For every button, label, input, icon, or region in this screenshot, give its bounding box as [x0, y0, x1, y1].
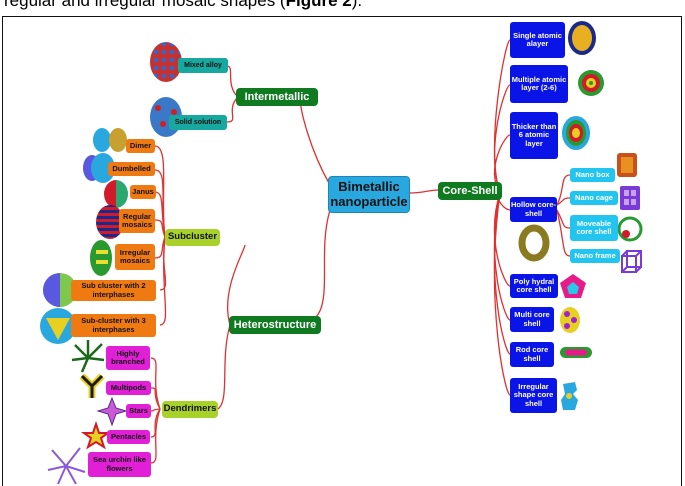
star-icon [96, 396, 128, 427]
two-interphase-node[interactable]: Sub cluster with 2 interphases [71, 280, 156, 301]
three-interphase-node[interactable]: Sub-cluster with 3 interphases [71, 314, 156, 337]
regular-mosaics-node[interactable]: Regular mosaics [119, 209, 155, 233]
nano-frame-icon [621, 250, 642, 273]
irregular-mosaics-icon [90, 240, 112, 276]
highly-branched-node[interactable]: Highly branched [106, 346, 150, 370]
two-interphase-icon [43, 273, 77, 307]
thick-layer-icon [562, 116, 590, 150]
figure-caption-fragment: regular and irregular mosaic shapes (Fig… [4, 0, 363, 10]
sea-urchin-icon [47, 447, 86, 485]
hollow-core-node[interactable]: Hollow core-shell [510, 197, 557, 222]
nano-box-icon [617, 153, 637, 177]
intermetallic-node[interactable]: Intermetallic [236, 88, 318, 106]
mixed-alloy-node[interactable]: Mixed alloy [178, 58, 228, 73]
irregular-core-icon [561, 382, 578, 410]
irregular-core-node[interactable]: Irregular shape core shell [510, 378, 557, 413]
polyhedral-icon [560, 274, 586, 298]
dendrimers-node[interactable]: Dendrimers [162, 401, 218, 418]
rod-core-node[interactable]: Rod core shell [510, 342, 554, 367]
multi-core-icon [560, 307, 580, 333]
pentacles-node[interactable]: Pentacles [107, 430, 150, 444]
dimer-node[interactable]: Dimer [126, 139, 155, 153]
multi-layer-icon [578, 70, 604, 96]
core-shell-node[interactable]: Core-Shell [438, 182, 502, 200]
three-interphase-icon [40, 308, 76, 344]
heterostructure-node[interactable]: Heterostructure [229, 316, 321, 334]
pentacle-icon [80, 420, 112, 450]
janus-icon [104, 180, 128, 208]
frame-left [2, 16, 3, 486]
single-layer-icon [568, 21, 596, 55]
solid-solution-node[interactable]: Solid solution [169, 115, 227, 130]
dimer-icon [93, 128, 127, 152]
frame-top [2, 16, 682, 17]
multipods-icon [79, 373, 105, 398]
frame-right [681, 16, 682, 486]
highly-branched-icon [71, 340, 105, 373]
subcluster-node[interactable]: Subcluster [165, 229, 220, 246]
dumbelled-node[interactable]: Dumbelled [108, 162, 155, 176]
rod-core-icon [560, 347, 592, 358]
nano-frame-node[interactable]: Nano frame [570, 249, 620, 263]
center-node[interactable]: Bimetallic nanoparticle [328, 176, 410, 213]
janus-node[interactable]: Janus [130, 185, 156, 199]
nano-cage-icon [620, 186, 640, 210]
mixed-alloy-icon [150, 42, 182, 82]
regular-mosaics-icon [96, 205, 124, 239]
multi-layer-node[interactable]: Multiple atomic layer (2-6) [510, 65, 568, 103]
multi-core-node[interactable]: Multi core shell [510, 307, 554, 332]
hollow-ring-icon [518, 224, 550, 262]
moveable-core-node[interactable]: Moveable core shell [570, 215, 618, 241]
stars-node[interactable]: Stars [126, 404, 151, 418]
nano-cage-node[interactable]: Nano cage [570, 191, 618, 205]
moveable-core-icon [617, 216, 643, 242]
single-layer-node[interactable]: Single atomic alayer [510, 22, 565, 58]
multipods-node[interactable]: Multipods [106, 381, 151, 395]
thick-layer-node[interactable]: Thicker than 6 atomic layer [510, 112, 558, 159]
irregular-mosaics-node[interactable]: Irregular mosaics [115, 244, 155, 270]
nano-box-node[interactable]: Nano box [570, 168, 615, 182]
polyhedral-node[interactable]: Poly hydral core shell [510, 274, 558, 298]
sea-urchin-node[interactable]: Sea urchin like flowers [88, 452, 151, 477]
